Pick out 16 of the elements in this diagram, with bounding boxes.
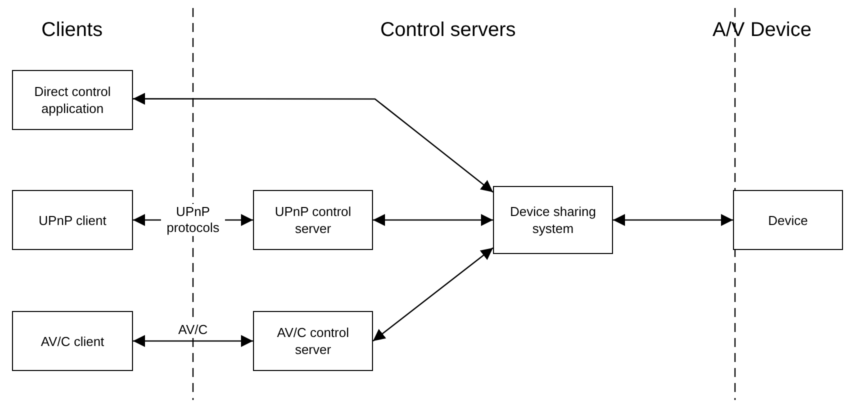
arrow (372, 247, 494, 342)
arrow (373, 214, 493, 226)
column-heading: Clients (41, 20, 103, 40)
arrow (133, 335, 253, 347)
edge-label: UPnP protocols (161, 204, 225, 236)
process-box: Direct control application (12, 70, 133, 130)
process-box: AV/C client (12, 311, 133, 371)
process-box: Device sharing system (493, 186, 613, 254)
column-heading: Control servers (380, 20, 516, 40)
column-heading: A/V Device (712, 20, 812, 40)
process-box: Device (733, 190, 843, 250)
process-box: UPnP client (12, 190, 133, 250)
process-box: AV/C control server (253, 311, 373, 371)
arrow (133, 92, 494, 193)
process-box: UPnP control server (253, 190, 373, 250)
arrow (613, 214, 733, 226)
